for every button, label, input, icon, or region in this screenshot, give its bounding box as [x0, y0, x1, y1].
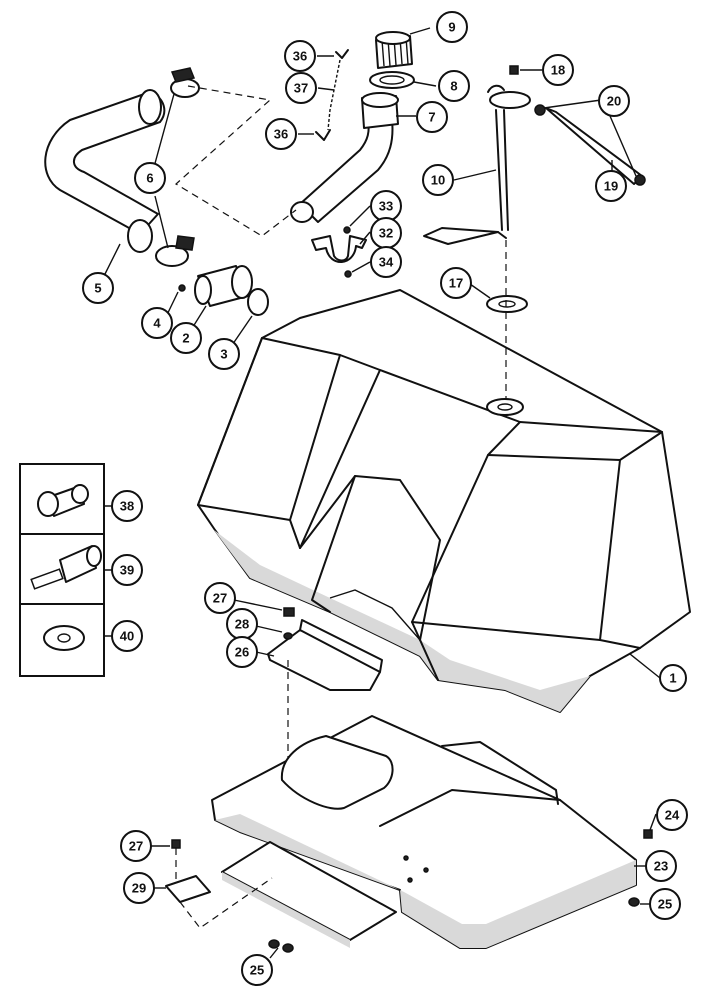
- svg-text:2: 2: [182, 331, 189, 346]
- svg-text:40: 40: [120, 629, 134, 644]
- fuel-tank: [197, 289, 691, 713]
- callout-33: 33: [370, 190, 402, 222]
- svg-text:6: 6: [146, 171, 153, 186]
- svg-text:25: 25: [250, 963, 264, 978]
- callout-19: 19: [595, 170, 627, 202]
- callout-39: 39: [111, 554, 143, 586]
- svg-text:32: 32: [379, 226, 393, 241]
- callout-20: 20: [598, 85, 630, 117]
- callout-29: 29: [123, 872, 155, 904]
- svg-text:20: 20: [607, 94, 621, 109]
- callout-9: 9: [436, 11, 468, 43]
- svg-text:28: 28: [235, 617, 249, 632]
- svg-text:36: 36: [274, 127, 288, 142]
- svg-text:36: 36: [293, 49, 307, 64]
- leader-lines: [97, 27, 661, 959]
- svg-text:29: 29: [132, 881, 146, 896]
- callout-37: 37: [285, 72, 317, 104]
- svg-text:39: 39: [120, 563, 134, 578]
- callout-3: 3: [208, 338, 240, 370]
- callout-6: 6: [134, 162, 166, 194]
- svg-text:27: 27: [213, 591, 227, 606]
- svg-text:8: 8: [450, 79, 457, 94]
- svg-text:19: 19: [604, 179, 618, 194]
- callout-25-right: 25: [649, 888, 681, 920]
- callout-25-bottom: 25: [241, 954, 273, 986]
- callout-7: 7: [416, 101, 448, 133]
- callout-40: 40: [111, 620, 143, 652]
- callout-36-bottom: 36: [265, 118, 297, 150]
- svg-text:5: 5: [94, 281, 101, 296]
- callout-10: 10: [422, 164, 454, 196]
- callout-17: 17: [440, 267, 472, 299]
- callout-8: 8: [438, 70, 470, 102]
- callout-2: 2: [170, 322, 202, 354]
- svg-text:4: 4: [153, 316, 161, 331]
- svg-text:34: 34: [379, 255, 394, 270]
- callout-23: 23: [645, 850, 677, 882]
- callout-36-top: 36: [284, 40, 316, 72]
- fuel-sender: [311, 65, 646, 400]
- svg-text:33: 33: [379, 199, 393, 214]
- callout-27-lower: 27: [120, 830, 152, 862]
- svg-text:26: 26: [235, 645, 249, 660]
- callout-38: 38: [111, 490, 143, 522]
- svg-text:7: 7: [428, 110, 435, 125]
- callout-18: 18: [542, 54, 574, 86]
- callout-5: 5: [82, 272, 114, 304]
- callout-34: 34: [370, 246, 402, 278]
- svg-text:37: 37: [294, 81, 308, 96]
- callout-24: 24: [656, 799, 688, 831]
- callout-27-upper: 27: [204, 582, 236, 614]
- svg-text:27: 27: [129, 839, 143, 854]
- svg-text:23: 23: [654, 859, 668, 874]
- callout-1: 1: [659, 664, 687, 692]
- callout-4: 4: [141, 307, 173, 339]
- callout-32: 32: [370, 217, 402, 249]
- svg-text:17: 17: [449, 276, 463, 291]
- svg-text:1: 1: [669, 671, 676, 686]
- base-plate: [165, 715, 653, 953]
- filler-hose: [44, 31, 415, 316]
- svg-text:38: 38: [120, 499, 134, 514]
- svg-text:24: 24: [665, 808, 680, 823]
- svg-text:10: 10: [431, 173, 445, 188]
- callout-26: 26: [226, 636, 258, 668]
- hardware-legend-box: [19, 463, 105, 677]
- svg-text:9: 9: [448, 20, 455, 35]
- svg-text:25: 25: [658, 897, 672, 912]
- callout-28: 28: [226, 608, 258, 640]
- svg-text:3: 3: [220, 347, 227, 362]
- svg-text:18: 18: [551, 63, 565, 78]
